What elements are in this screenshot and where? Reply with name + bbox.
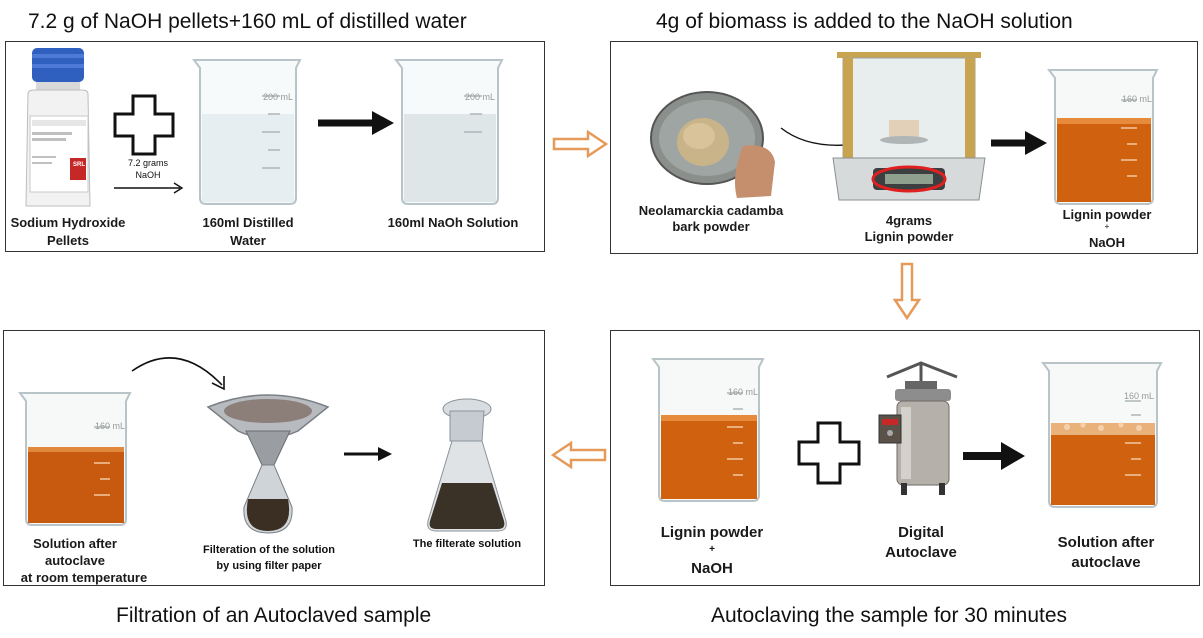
funnel-label-1: Filteration of the solution bbox=[203, 544, 335, 556]
room-temp-label-3: at room temperature bbox=[20, 570, 148, 585]
panel-naoh-preparation: SRL Sodium Hydroxide Pellets 7.2 grams N… bbox=[5, 41, 545, 252]
after-label-2: autoclave bbox=[1071, 554, 1141, 571]
digital-autoclave bbox=[867, 359, 977, 497]
funnel-label-2: by using filter paper bbox=[216, 560, 322, 572]
flow-arrow-left-icon bbox=[551, 441, 607, 469]
water-label-2: Water bbox=[230, 233, 266, 248]
mix-label-2: + bbox=[1104, 222, 1110, 231]
curved-arrow-icon-2 bbox=[128, 349, 232, 391]
lignin-naoh-beaker bbox=[1043, 66, 1163, 206]
room-temp-label-1: Solution after bbox=[33, 536, 117, 551]
bottle-label: Sodium Hydroxide Pellets bbox=[10, 215, 126, 248]
autoclave-label-2: Autoclave bbox=[885, 544, 957, 561]
panel2-title: 4g of biomass is added to the NaOH solut… bbox=[656, 10, 1073, 33]
panel4-title: Filtration of an Autoclaved sample bbox=[116, 604, 432, 627]
bark-powder-bowl bbox=[647, 86, 777, 204]
p3-mix-label-1: Lignin powder bbox=[660, 524, 764, 541]
filtrate-flask bbox=[424, 397, 510, 537]
autoclave-label-1: Digital bbox=[898, 524, 944, 541]
distilled-water-beaker bbox=[188, 56, 306, 206]
naoh-amount-note-2: NaOH bbox=[135, 170, 161, 180]
panel-biomass-addition: Neolamarckia cadamba bark powder 4grams … bbox=[610, 41, 1198, 254]
autoclave-input-beaker bbox=[647, 355, 769, 503]
thick-arrow-icon-2 bbox=[989, 128, 1049, 158]
balance-label-1: 4grams bbox=[885, 213, 933, 228]
panel-autoclaving: 160 mL Lignin powder + NaOH Digital Auto… bbox=[610, 330, 1200, 586]
naoh-amount-note-1: 7.2 grams bbox=[127, 158, 169, 168]
panel3-title: Autoclaving the sample for 30 minutes bbox=[711, 604, 1068, 627]
mix-label-1: Lignin powder bbox=[1062, 207, 1152, 222]
input-beaker-mark: 160 mL bbox=[727, 387, 759, 397]
after-autoclave-beaker bbox=[1037, 359, 1167, 509]
bark-label-1: Neolamarckia cadamba bbox=[638, 203, 784, 218]
p3-mix-label-2: + bbox=[709, 544, 715, 555]
bark-label-2: bark powder bbox=[672, 219, 750, 234]
room-temp-beaker-mark: 160 mL bbox=[94, 421, 126, 431]
after-label-1: Solution after bbox=[1057, 534, 1155, 551]
room-temp-label-2: autoclave bbox=[45, 553, 105, 568]
panel1-title: 7.2 g of NaOH pellets+160 mL of distille… bbox=[28, 10, 467, 33]
room-temp-beaker bbox=[14, 389, 136, 527]
p3-mix-label-3: NaOH bbox=[691, 560, 733, 577]
thick-arrow-icon bbox=[316, 108, 396, 138]
water-label-1: 160ml Distilled bbox=[202, 215, 294, 230]
water-beaker-mark: 200 mL bbox=[262, 92, 294, 102]
mix-label-3: NaOH bbox=[1088, 235, 1126, 250]
naoh-solution-beaker bbox=[390, 56, 508, 206]
analytical-balance bbox=[829, 44, 989, 204]
panel-filtration: 160 mL Solution after autoclave at room … bbox=[3, 330, 545, 586]
bottle-tag: SRL bbox=[73, 162, 85, 168]
flow-arrow-down-icon bbox=[893, 262, 921, 320]
plus-icon bbox=[113, 94, 175, 156]
solution-label: 160ml NaOh Solution bbox=[387, 215, 519, 230]
flask-label: The filterate solution bbox=[412, 538, 522, 550]
after-beaker-mark: 160 mL bbox=[1123, 391, 1155, 401]
thick-arrow-icon-4 bbox=[342, 445, 394, 463]
naoh-bottle bbox=[18, 46, 98, 211]
solution-beaker-mark: 200 mL bbox=[464, 92, 496, 102]
thick-arrow-icon-3 bbox=[961, 439, 1027, 473]
plus-icon-2 bbox=[797, 421, 861, 485]
orange-beaker-mark: 160 mL bbox=[1121, 94, 1153, 104]
thin-arrow-icon bbox=[114, 180, 186, 196]
filter-funnel bbox=[202, 387, 334, 537]
flow-arrow-right-icon bbox=[552, 130, 608, 158]
balance-label-2: Lignin powder bbox=[864, 229, 954, 244]
